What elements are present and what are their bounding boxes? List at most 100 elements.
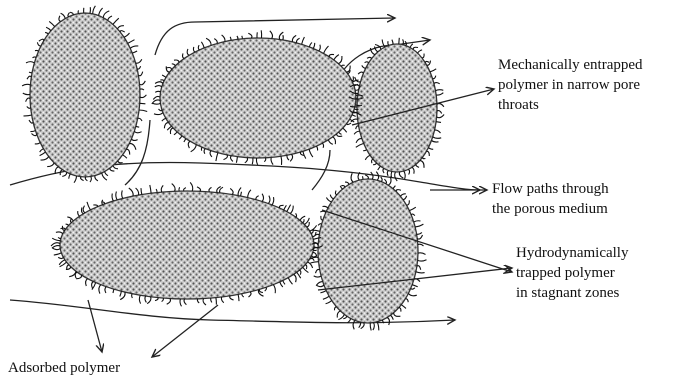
polymer-strand (112, 194, 113, 202)
polymer-strand (333, 137, 336, 144)
polymer-strand (120, 291, 122, 296)
polymer-strand (343, 316, 346, 319)
polymer-strand (343, 128, 347, 132)
polymer-strand (326, 301, 332, 304)
polymer-strand (37, 42, 41, 46)
polymer-strand (174, 60, 179, 62)
polymer-strand (193, 47, 194, 52)
polymer-strand (296, 38, 299, 43)
polymer-strand (113, 289, 114, 293)
polymer-strand (341, 186, 344, 188)
polymer-strand (134, 131, 141, 132)
polymer-strand (417, 266, 421, 270)
polymer-strand (432, 141, 439, 143)
polymer-strand (214, 39, 217, 44)
polymer-strand (313, 43, 315, 49)
polymer-strand (324, 46, 329, 53)
polymer-strand (351, 173, 353, 182)
polymer-strand (310, 262, 318, 263)
polymer-strand (203, 299, 206, 306)
polymer-strand (209, 187, 212, 191)
polymer-strand (262, 194, 263, 202)
polymer-strand (179, 187, 180, 191)
polymer-strand (116, 192, 117, 200)
polymer-strand (334, 55, 339, 60)
polymer-strand (436, 122, 441, 123)
polymer-strand (393, 186, 395, 189)
polymer-strand (140, 95, 146, 98)
polymer-strand (83, 206, 85, 213)
polymer-strand (93, 6, 96, 14)
polymer-strand (418, 50, 423, 53)
polymer-strand (399, 172, 403, 178)
label-line: the porous medium (492, 199, 609, 219)
grain-top-right (357, 44, 437, 172)
polymer-strand (138, 118, 142, 121)
polymer-strand (190, 182, 193, 191)
polymer-strand (41, 157, 49, 160)
polymer-strand (150, 185, 151, 193)
polymer-strand (245, 158, 248, 163)
polymer-strand (370, 323, 371, 331)
polymer-strand (316, 146, 317, 150)
polymer-strand (428, 148, 433, 150)
label-mechanically-entrapped: Mechanically entrapped polymer in narrow… (498, 55, 643, 115)
polymer-strand (348, 319, 351, 323)
polymer-strand (201, 147, 202, 150)
polymer-strand (363, 150, 366, 151)
polymer-strand (338, 56, 342, 64)
polymer-strand (180, 299, 182, 306)
polymer-strand (313, 250, 316, 251)
polymer-strand (433, 137, 442, 139)
polymer-strand (415, 224, 423, 227)
polymer-strand (183, 53, 185, 58)
polymer-strand (230, 296, 234, 300)
polymer-strand (391, 315, 394, 320)
polymer-strand (136, 59, 142, 63)
polymer-strand (153, 96, 160, 99)
polymer-strand (236, 157, 237, 163)
polymer-strand (248, 33, 252, 38)
polymer-strand (373, 163, 376, 165)
polymer-strand (145, 296, 146, 302)
polymer-strand (61, 13, 66, 18)
polymer-strand (272, 197, 274, 205)
polymer-strand (132, 294, 133, 298)
polymer-strand (35, 50, 39, 51)
polymer-strand (418, 260, 427, 261)
polymer-strand (422, 158, 425, 159)
polymer-strand (279, 205, 283, 208)
polymer-strand (128, 40, 135, 44)
polymer-strand (40, 149, 44, 152)
polymer-strand (268, 196, 270, 204)
polymer-strand (302, 37, 305, 44)
polymer-strand (110, 168, 115, 171)
polymer-strand (371, 172, 373, 179)
polymer-strand (297, 272, 301, 278)
polymer-strand (139, 295, 140, 303)
polymer-strand (399, 308, 401, 312)
polymer-strand (24, 115, 32, 116)
polymer-strand (188, 141, 190, 148)
polymer-strand (74, 176, 77, 183)
polymer-strand (328, 140, 332, 145)
polymer-strand (314, 276, 321, 277)
polymer-strand (124, 33, 129, 37)
polymer-strand (283, 281, 285, 285)
label-line: throats (498, 95, 643, 115)
polymer-strand (22, 84, 30, 86)
grain-top-center (160, 38, 356, 158)
polymer-strand (437, 104, 444, 107)
polymer-strand (23, 93, 30, 95)
polymer-strand (365, 62, 369, 63)
polymer-strand (406, 299, 409, 303)
polymer-strand (138, 72, 142, 76)
polymer-strand (187, 49, 189, 55)
grain-bottom-left (60, 191, 314, 299)
polymer-strand (391, 172, 392, 178)
polymer-strand (342, 65, 345, 66)
polymer-strand (66, 224, 69, 225)
polymer-strand (56, 232, 63, 234)
grain-bottom-right (318, 179, 418, 323)
polymer-strand (408, 294, 416, 296)
